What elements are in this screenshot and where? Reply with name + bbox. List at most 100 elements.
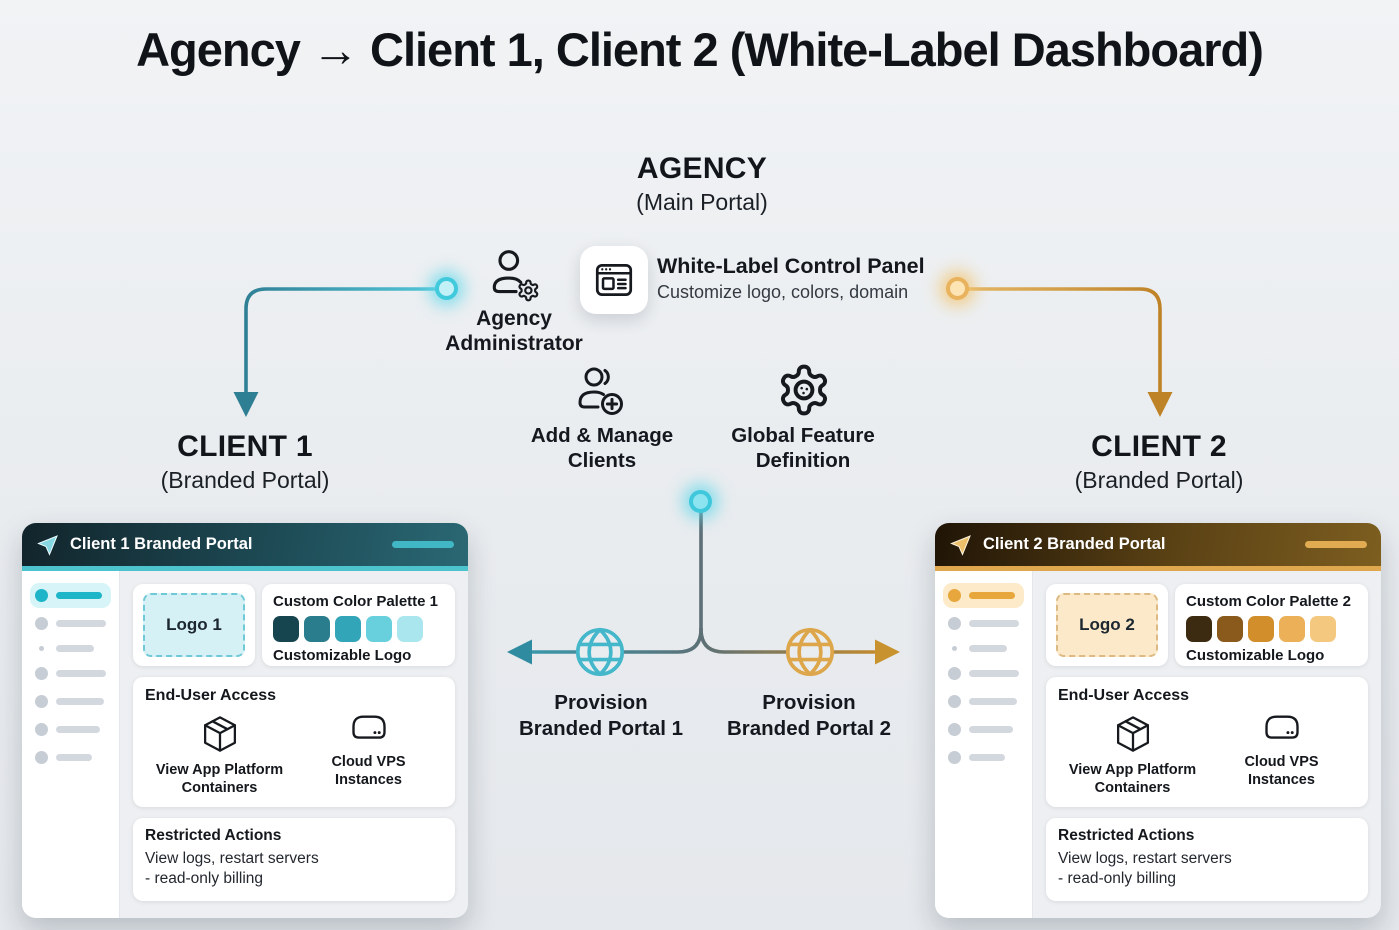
package-icon	[203, 716, 236, 752]
arrowhead-provision-right	[875, 639, 900, 665]
portal-sidebar	[935, 571, 1033, 918]
access-title: End-User Access	[145, 687, 277, 704]
palette-title: Custom Color Palette 2	[1186, 593, 1352, 610]
client1-portal-title: Client 1 Branded Portal	[70, 535, 253, 553]
connector-node-right	[946, 277, 969, 300]
control-panel-card	[580, 246, 648, 314]
client2-heading: CLIENT 2	[1091, 430, 1227, 463]
sidebar-item	[943, 745, 1024, 770]
globe-icon-right	[785, 627, 835, 677]
swatch	[366, 616, 392, 642]
client1-portal-header: Client 1 Branded Portal	[22, 523, 468, 566]
sidebar-item-active	[30, 583, 111, 608]
client1-portal-card: Client 1 Branded Portal Logo 1	[22, 523, 468, 918]
browser-window-icon	[595, 264, 633, 296]
provision-branch-right	[699, 627, 876, 654]
paper-plane-logo-icon	[37, 534, 58, 556]
header-accent-bar	[22, 566, 468, 571]
sidebar-item	[30, 639, 111, 658]
swatch	[397, 616, 423, 642]
swatch	[1310, 616, 1336, 642]
client2-subheading: (Branded Portal)	[1074, 467, 1244, 493]
restricted-line: - read-only billing	[145, 870, 264, 887]
access-item-label: Cloud VPS Instances	[1244, 754, 1319, 788]
control-panel-subtitle: Customize logo, colors, domain	[657, 282, 909, 302]
control-panel-title: White-Label Control Panel	[657, 254, 925, 278]
agency-subheading: (Main Portal)	[636, 189, 768, 215]
sidebar-item	[30, 689, 111, 714]
client1-heading: CLIENT 1	[177, 430, 313, 463]
arrow-agency-to-client2	[956, 287, 1162, 395]
arrowhead-client1	[233, 392, 259, 417]
arrowhead-provision-left	[507, 639, 532, 665]
package-icon	[1116, 716, 1149, 752]
sidebar-item	[943, 611, 1024, 636]
globe-icon-left	[575, 627, 625, 677]
logo-card: Logo 2	[1046, 584, 1168, 666]
swatch	[1186, 616, 1212, 642]
restricted-line: View logs, restart servers	[145, 850, 319, 867]
provision-1-line2: Branded Portal 1	[518, 717, 684, 740]
provision-2-line2: Branded Portal 2	[726, 717, 892, 740]
sidebar-item	[943, 639, 1024, 658]
client2-portal-title: Client 2 Branded Portal	[983, 535, 1166, 553]
page-title: Agency → Client 1, Client 2 (White-Label…	[136, 23, 1264, 76]
palette-caption: Customizable Logo	[1186, 647, 1325, 664]
client1-heading-block: CLIENT 1 (Branded Portal)	[45, 430, 445, 494]
gear-icon	[781, 364, 827, 416]
provision-1-line1: Provision	[554, 691, 648, 714]
restricted-actions-card: Restricted Actions View logs, restart se…	[133, 818, 455, 901]
sidebar-item	[943, 661, 1024, 686]
arrowhead-client2	[1147, 392, 1173, 417]
agency-heading: AGENCY	[636, 152, 768, 185]
sidebar-item	[943, 689, 1024, 714]
swatch	[273, 616, 299, 642]
user-plus-icon	[578, 367, 623, 415]
connector-node-provision	[689, 490, 712, 513]
client2-portal-card: Client 2 Branded Portal Logo 2	[935, 523, 1381, 918]
control-panel-text: White-Label Control Panel Customize logo…	[657, 253, 987, 303]
agency-admin-label: Agency Administrator	[445, 307, 583, 355]
header-pill	[392, 541, 454, 548]
portal-sidebar	[22, 571, 120, 918]
small-gear-icon	[518, 279, 539, 302]
access-item-label: View App Platform Containers	[155, 762, 284, 796]
swatch	[304, 616, 330, 642]
swatch	[335, 616, 361, 642]
header-pill	[1305, 541, 1367, 548]
sidebar-item	[943, 717, 1024, 742]
restricted-line: - read-only billing	[1058, 870, 1177, 887]
sidebar-item	[30, 745, 111, 770]
access-item-label: View App Platform Containers	[1068, 762, 1197, 796]
header-accent-bar	[935, 566, 1381, 571]
palette-title: Custom Color Palette 1	[273, 593, 439, 610]
provision-2-line1: Provision	[762, 691, 856, 714]
paper-plane-logo-icon	[950, 534, 971, 556]
access-item-label: Cloud VPS Instances	[331, 754, 406, 788]
provision-label-2: Provision Branded Portal 2	[714, 690, 904, 742]
global-feature-label: Global Feature Definition	[731, 424, 875, 472]
add-clients-label: Add & Manage Clients	[530, 424, 674, 472]
connector-node-left	[435, 277, 458, 300]
restricted-title: Restricted Actions	[145, 827, 282, 844]
server-icon	[351, 715, 386, 739]
client2-portal-header: Client 2 Branded Portal	[935, 523, 1381, 566]
palette-caption: Customizable Logo	[273, 647, 412, 664]
client1-subheading: (Branded Portal)	[160, 467, 330, 493]
access-title: End-User Access	[1058, 687, 1190, 704]
end-user-access-card: End-User Access View App Platform Contai…	[1046, 677, 1368, 807]
logo-card: Logo 1	[133, 584, 255, 666]
palette-card: Custom Color Palette 1 Customizable Logo	[262, 584, 455, 666]
swatch	[1279, 616, 1305, 642]
logo-placeholder: Logo 1	[143, 593, 245, 657]
agency-admin-icon	[492, 250, 539, 302]
logo-placeholder: Logo 2	[1056, 593, 1158, 657]
client2-heading-block: CLIENT 2 (Branded Portal)	[959, 430, 1359, 494]
palette-swatches	[273, 616, 444, 642]
sidebar-item	[30, 611, 111, 636]
swatch	[1248, 616, 1274, 642]
sidebar-item-active	[943, 583, 1024, 608]
restricted-actions-card: Restricted Actions View logs, restart se…	[1046, 818, 1368, 901]
